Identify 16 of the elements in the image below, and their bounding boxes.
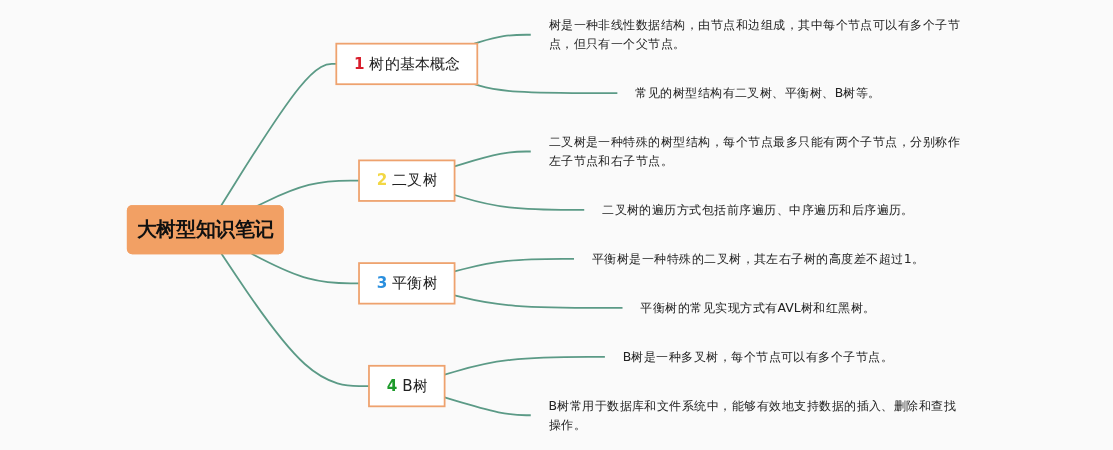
note-text: B树常用于数据库和文件系统中，能够有效地支持数据的插入、删除和查找操作。 [548, 398, 957, 432]
note-text: 平衡树是一种特殊的二叉树，其左右子树的高度差不超过1。 [591, 251, 925, 266]
note-text: 二叉树的遍历方式包括前序遍历、中序遍历和后序遍历。 [602, 202, 914, 217]
topic-box: 2 二叉树 [358, 159, 456, 202]
note-text: B树是一种多叉树，每个节点可以有多个子节点。 [622, 349, 894, 364]
topic-box: 1 树的基本概念 [335, 42, 479, 86]
note-text: 平衡树的常见实现方式有AVL树和红黑树。 [640, 300, 876, 315]
note-text: 树是一种非线性数据结构，由节点和边组成，其中每个节点可以有多个子节点，但只有一个父节点。 [548, 17, 961, 51]
topic-box: 4 B树 [368, 364, 446, 408]
central-topic: 大树型知识笔记 [126, 205, 284, 255]
note-text: 常见的树型结构有二叉树、平衡树、B树等。 [635, 85, 881, 100]
note-text: 二叉树是一种特殊的树型结构，每个节点最多只能有两个子节点，分别称作左子节点和右子节点。 [548, 134, 961, 168]
connector-line [255, 179, 360, 208]
topic-box: 3 平衡树 [358, 262, 456, 305]
connector-line [473, 33, 532, 45]
connector-line [250, 252, 360, 285]
